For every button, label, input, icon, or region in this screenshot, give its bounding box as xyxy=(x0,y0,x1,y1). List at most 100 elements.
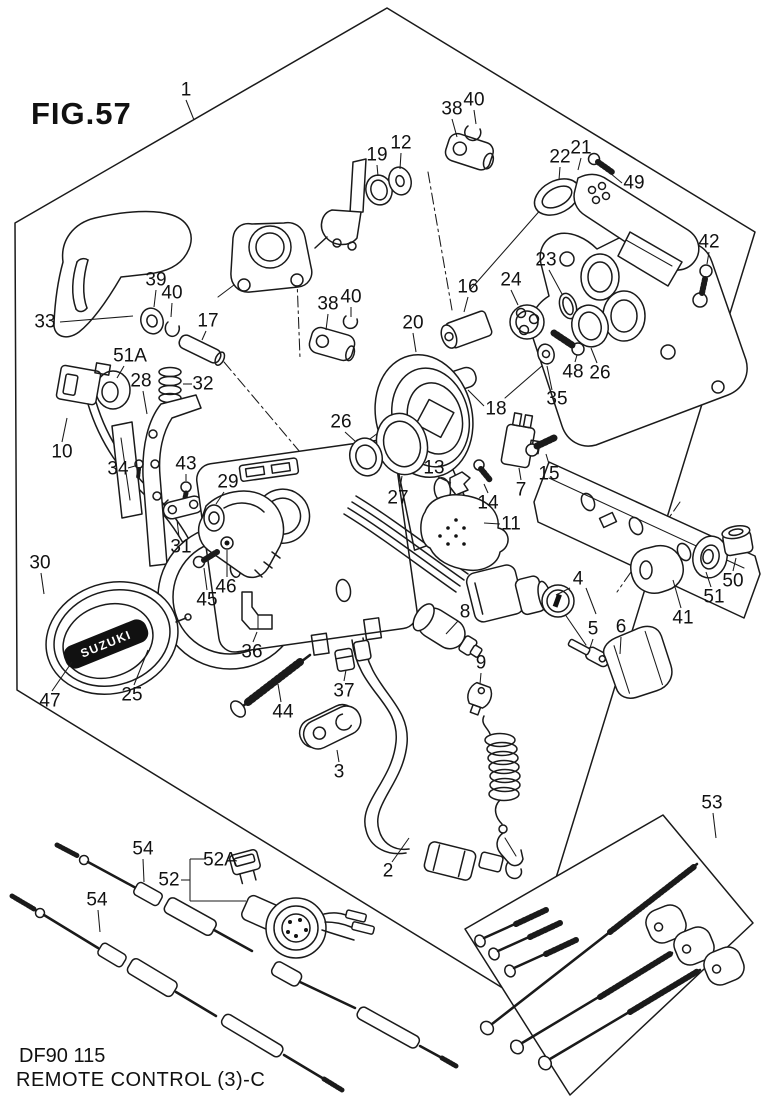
leader-line-24 xyxy=(510,289,519,306)
control-cable-54-lower xyxy=(9,893,345,1093)
leader-line-15 xyxy=(545,453,550,465)
part-label-8: 8 xyxy=(460,602,471,623)
washer-35 xyxy=(537,343,555,365)
bracket-36 xyxy=(241,591,273,630)
screw-44 xyxy=(229,653,312,718)
leader-line-29 xyxy=(215,491,225,505)
part-label-28: 28 xyxy=(130,371,151,392)
part-label-46: 46 xyxy=(215,577,236,598)
leader-line-41 xyxy=(672,579,682,609)
leader-line-35 xyxy=(546,365,553,391)
leader-line-47 xyxy=(51,661,73,692)
leader-line-48 xyxy=(574,354,578,363)
leader-line-22 xyxy=(558,166,561,181)
leader-line-52a xyxy=(232,859,238,862)
knob-11 xyxy=(420,494,509,572)
part-label-37: 37 xyxy=(333,681,354,702)
leader-line-30 xyxy=(40,572,45,595)
leader-line-54b xyxy=(97,909,101,933)
part-label-41: 41 xyxy=(672,608,693,629)
screw-14 xyxy=(473,459,493,483)
part-label-26a: 26 xyxy=(330,412,351,433)
handle-grip-33 xyxy=(53,210,192,338)
clamp-38-top xyxy=(444,125,495,171)
cam-29 xyxy=(197,490,285,579)
part-label-43: 43 xyxy=(175,454,196,475)
washer-12 xyxy=(388,166,412,196)
part-label-51: 51 xyxy=(703,587,724,608)
part-label-4: 4 xyxy=(573,569,584,590)
part-label-14: 14 xyxy=(477,493,499,514)
part-label-38b: 38 xyxy=(317,294,338,315)
leader-line-17 xyxy=(201,330,207,341)
part-label-18: 18 xyxy=(485,399,506,420)
leader-line-10 xyxy=(61,417,68,443)
washer-51a xyxy=(95,370,131,410)
link-31 xyxy=(162,495,204,520)
kit-53-contents xyxy=(474,862,745,1071)
leader-line-26b xyxy=(590,347,598,364)
plate-34 xyxy=(111,421,144,519)
part-label-30: 30 xyxy=(29,553,50,574)
part-label-50: 50 xyxy=(722,571,743,592)
part-label-38a: 38 xyxy=(441,99,462,120)
screw-42 xyxy=(699,264,713,296)
part-label-52: 52 xyxy=(158,870,179,891)
part-label-32: 32 xyxy=(192,374,213,395)
control-cable-54-upper xyxy=(54,842,459,1069)
part-label-24: 24 xyxy=(500,270,522,291)
leader-line-5 xyxy=(589,638,594,649)
screw-48 xyxy=(550,329,585,356)
leader-line-33 xyxy=(59,315,134,323)
leader-line-16 xyxy=(463,296,469,313)
part-label-20: 20 xyxy=(402,313,423,334)
part-label-36: 36 xyxy=(241,642,262,663)
nut-50 xyxy=(721,525,754,557)
screw-15 xyxy=(525,434,558,457)
leader-line-26a xyxy=(344,431,357,443)
part-label-11: 11 xyxy=(501,514,521,535)
part-label-27: 27 xyxy=(387,488,408,509)
arm-28 xyxy=(142,394,202,567)
figure-number: FIG.57 xyxy=(31,96,132,131)
part-label-40b: 40 xyxy=(340,287,361,308)
lock-key-9-lanyard xyxy=(467,681,524,880)
leader-line-28 xyxy=(142,390,148,415)
part-label-53: 53 xyxy=(701,793,722,814)
bushing-26-left xyxy=(349,437,383,477)
leader-line-7 xyxy=(518,467,522,481)
part-label-26b: 26 xyxy=(589,363,610,384)
screw-45 xyxy=(192,549,220,569)
part-label-49: 49 xyxy=(623,173,644,194)
leader-line-27 xyxy=(399,475,403,489)
part-label-1: 1 xyxy=(181,80,192,101)
leader-line-49 xyxy=(609,172,623,184)
part-label-48: 48 xyxy=(562,362,583,383)
leader-line-53 xyxy=(712,812,717,839)
part-label-22: 22 xyxy=(549,147,570,168)
leader-line-6 xyxy=(619,636,622,655)
leader-line-4 xyxy=(585,587,597,615)
leader-line-38a xyxy=(451,118,458,138)
screw-49 xyxy=(587,152,615,175)
ring-27 xyxy=(375,412,429,476)
pin-17 xyxy=(178,334,226,366)
part-label-9: 9 xyxy=(476,653,487,674)
leader-line-54a xyxy=(142,858,145,883)
washer-51 xyxy=(692,535,728,579)
clip-13 xyxy=(449,471,471,496)
grommet-22 xyxy=(533,178,581,216)
leader-line-25 xyxy=(133,649,149,686)
leader-line-9 xyxy=(479,672,482,685)
cover-6 xyxy=(602,625,673,699)
leader-line-31 xyxy=(176,519,180,538)
leader-line-13 xyxy=(437,476,452,484)
leader-line-1 xyxy=(185,99,195,121)
part-label-39: 39 xyxy=(145,270,166,291)
frame-border xyxy=(14,7,756,999)
bushing-26-right xyxy=(571,304,609,348)
leader-line-3 xyxy=(336,749,340,763)
part-label-51a: 51A xyxy=(113,346,147,367)
leader-line-38b xyxy=(325,313,329,331)
